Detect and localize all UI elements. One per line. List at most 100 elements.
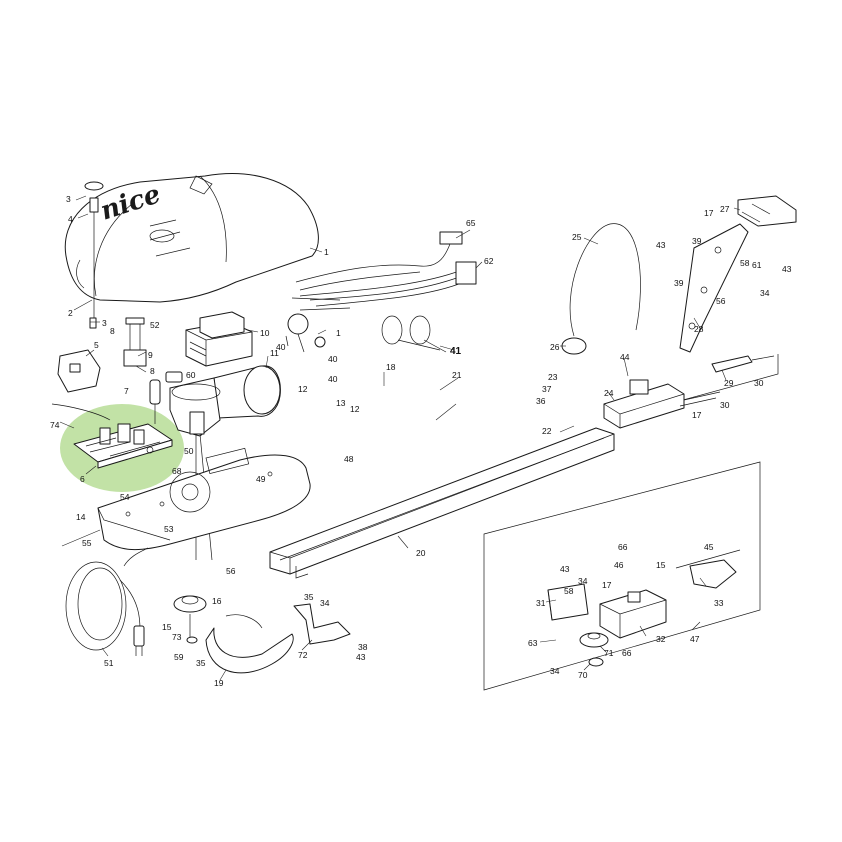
part-label: 73 [172, 632, 182, 642]
part-label: 44 [620, 352, 630, 362]
gear-motor [169, 365, 281, 561]
part-label: 18 [386, 362, 396, 372]
part-label: 41 [450, 346, 462, 357]
part-label: 26 [550, 342, 560, 352]
push-button-cap [57, 349, 101, 393]
part-label: 40 [276, 342, 286, 352]
part-label: 56 [226, 566, 236, 576]
part-label: 7 [124, 386, 129, 396]
part-label: 1 [324, 247, 329, 257]
part-label: 31 [536, 598, 546, 608]
part-label: 12 [298, 384, 308, 394]
part-label: 14 [76, 512, 86, 522]
part-label: 8 [110, 326, 115, 336]
part-label: 3 [102, 318, 107, 328]
arm-28 [679, 223, 749, 353]
part-label: 29 [724, 378, 734, 388]
part-label: 52 [150, 320, 160, 330]
part-label: 5 [94, 340, 99, 350]
part-label: 12 [350, 404, 360, 414]
wire-harness [291, 231, 477, 311]
part-label: 27 [720, 204, 730, 214]
bracket-27 [737, 195, 797, 227]
part-label: 71 [604, 648, 614, 658]
part-label: 22 [542, 426, 552, 436]
part-label: 43 [356, 652, 366, 662]
part-label: 58 [564, 586, 574, 596]
part-label: 63 [528, 638, 538, 648]
part-label: 65 [466, 218, 476, 228]
part-label: 17 [704, 208, 714, 218]
part-label: 20 [416, 548, 426, 558]
part-label: 53 [164, 524, 174, 534]
pulley-71 [579, 632, 609, 648]
part-label: 43 [560, 564, 570, 574]
part-label: 17 [692, 410, 702, 420]
part-label: 45 [704, 542, 714, 552]
part-label: 40 [328, 374, 338, 384]
part-label: 17 [602, 580, 612, 590]
part-label: 11 [270, 348, 279, 358]
part-label: 16 [212, 596, 222, 606]
part-label: 9 [148, 350, 153, 360]
drive-pulley [173, 595, 207, 644]
part-label: 68 [172, 466, 182, 476]
part-label: 3 [66, 194, 71, 204]
part-label: 49 [256, 474, 266, 484]
rail [269, 427, 615, 579]
part-label: 43 [656, 240, 666, 250]
power-cable [65, 547, 149, 656]
part-label: 33 [714, 598, 724, 608]
part-label: 51 [104, 658, 114, 668]
part-label: 34 [760, 288, 770, 298]
part-label: 62 [484, 256, 494, 266]
leader-lines [59, 195, 741, 681]
fuse-holder-7 [149, 379, 161, 424]
part-label: 21 [452, 370, 462, 380]
part-label: 66 [622, 648, 632, 658]
trolley-32 [599, 589, 667, 639]
part-label: 48 [344, 454, 354, 464]
release-springs [381, 315, 447, 353]
release-cord-25 [561, 223, 641, 355]
assembly-box-outline [483, 461, 761, 691]
part-label: 43 [782, 264, 792, 274]
part-label: 35 [196, 658, 206, 668]
motor-cover: nice [64, 173, 319, 303]
washer-70 [588, 657, 604, 667]
capacitor-60 [165, 371, 183, 383]
part-label: 55 [82, 538, 92, 548]
part-label: 66 [618, 542, 628, 552]
part-label: 54 [120, 492, 130, 502]
part-labels: 1 3 4 2 3 65 62 8 52 10 1 40 40 41 5 9 8… [50, 194, 792, 688]
part-label: 24 [604, 388, 614, 398]
cover-screw [84, 181, 104, 329]
part-label: 47 [690, 634, 700, 644]
limit-switch [285, 313, 326, 353]
part-label: 2 [68, 308, 73, 318]
part-label: 36 [536, 396, 546, 406]
base-plate [97, 447, 311, 551]
part-label: 35 [304, 592, 314, 602]
part-label: 32 [656, 634, 666, 644]
part-label: 30 [720, 400, 730, 410]
part-label: 15 [656, 560, 666, 570]
part-label: 8 [150, 366, 155, 376]
part-label: 13 [336, 398, 346, 408]
plate-31 [547, 583, 589, 621]
bracket-72 [293, 603, 351, 645]
control-board [73, 423, 173, 469]
part-label: 30 [754, 378, 764, 388]
part-label: 61 [752, 260, 762, 270]
part-label: 15 [162, 622, 172, 632]
part-label: 34 [550, 666, 560, 676]
part-label: 28 [694, 324, 704, 334]
part-label: 46 [614, 560, 624, 570]
part-label: 19 [214, 678, 224, 688]
part-label: 1 [336, 328, 341, 338]
bracket-33 [675, 549, 741, 589]
transformer [185, 311, 253, 367]
part-label: 6 [80, 474, 85, 484]
part-label: 37 [542, 384, 552, 394]
part-label: 58 [740, 258, 750, 268]
